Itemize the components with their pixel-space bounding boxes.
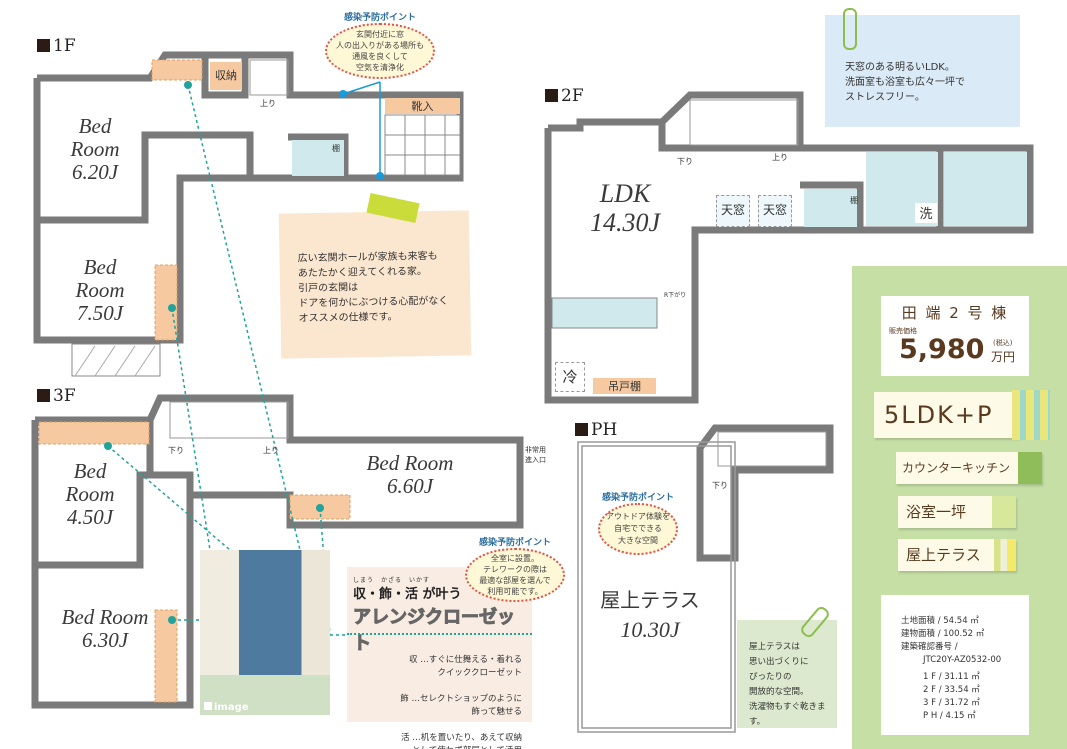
property-name: 田 端 2 号 棟 — [901, 304, 1009, 322]
skylight-1: 天窓 — [716, 195, 750, 227]
closet-ruby: しまう かざる いかす — [353, 577, 431, 584]
paperclip-icon — [843, 8, 857, 50]
kitchen-counter — [551, 297, 658, 329]
wall-1f-inner2 — [201, 55, 249, 99]
terrace-note: 屋上テラスは 思い出づくりに ぴったりの 開放的な空間。 洗濯物もすぐ乾きます。 — [737, 620, 837, 728]
infection-prevention-bubble-1: 感染予防ポイント 玄関付近に窓 人の出入りがある場所も 通風を良くして 空気を清… — [325, 10, 435, 79]
wall-2f-inner — [800, 181, 864, 230]
shelf-label: 棚 — [332, 144, 340, 153]
shelf-label-2f: 棚 — [850, 196, 858, 205]
stairs-up-label: 上り — [263, 446, 279, 455]
closet-photo: image — [200, 550, 330, 715]
entrance-tiles — [384, 114, 461, 176]
counter-label: R下がり — [664, 292, 687, 299]
infection-prevention-bubble-2: 感染予防ポイント 全室に設置。 テレワークの際は 最適な部屋を選んで 利用可能で… — [465, 535, 565, 602]
image-caption: image — [214, 702, 249, 713]
price-card: 田 端 2 号 棟 販売価格 5,980 (税込) 万円 — [881, 296, 1029, 376]
floor-label-2f: 2F — [545, 86, 584, 106]
price-label: 販売価格 — [889, 327, 917, 335]
skylight-2: 天窓 — [758, 195, 792, 227]
closet-heading: 収・飾・活 が叶う — [353, 587, 462, 602]
plaid-decoration — [1012, 390, 1050, 440]
entrance-note: 広い玄関ホールが家族も来客も あたたかく迎えてくれる家。 引戸の玄関は ドアを何… — [278, 210, 472, 359]
closet — [154, 264, 178, 341]
swatch-decoration — [1018, 452, 1042, 484]
price-tax-note: (税込) — [993, 339, 1013, 347]
price-unit: 万円 — [991, 350, 1016, 364]
bathroom — [944, 152, 1027, 226]
stairs-up-label: 上り — [260, 99, 276, 108]
toilet-1f — [292, 140, 344, 176]
stairs-up-label: 上り — [772, 153, 788, 162]
stairs — [169, 59, 827, 467]
floor-areas: 1 F / 31.11 ㎡ 2 F / 33.54 ㎡ 3 F / 31.72 … — [923, 672, 980, 721]
shoe-cabinet-label: 靴入 — [385, 98, 460, 114]
floor-label-ph: PH — [575, 420, 617, 440]
washroom-label: 洗 — [915, 203, 937, 223]
fridge-label: 冷 — [555, 362, 585, 392]
wall-ph-stairs — [696, 424, 834, 562]
price-value: 5,980 — [899, 334, 985, 365]
wall-ph-terrace — [577, 441, 736, 733]
toilet-2f — [804, 189, 857, 227]
closet — [154, 609, 178, 703]
wall-1f-toilet — [288, 133, 349, 178]
ldk-note: 天窓のある明るいLDK。 洗面室も浴室も広々一坪で ストレスフリー。 — [825, 15, 1020, 127]
swatch-decoration — [992, 496, 1016, 528]
infection-prevention-bubble-3: 感染予防ポイント アウトドア体験を 自宅でできる 大きな空間 — [598, 490, 678, 555]
wall-2f-inner2 — [658, 122, 800, 152]
stairs-down-label: 下り — [168, 446, 184, 455]
swatch-decoration — [994, 539, 1016, 571]
wall-3f-inner — [35, 471, 194, 569]
wall-cabinet-label: 吊戸棚 — [593, 378, 656, 394]
emergency-entry-label: 非常用 進入口 — [525, 446, 546, 464]
image-marker-icon — [204, 702, 212, 710]
wall-2f-outer — [544, 91, 1034, 404]
floor-label-3f: 3F — [37, 386, 76, 406]
closet-title: アレンジクローゼット — [353, 607, 516, 655]
closet — [151, 59, 203, 81]
closet — [38, 421, 150, 445]
stairs-down-label: 下り — [712, 481, 728, 490]
stairs-down-label: 下り — [677, 157, 693, 166]
rooftop-terrace-label: 屋上テラス — [600, 590, 700, 612]
closet-description: 収 …すぐに仕舞える・着れる クイッククローゼット 飾 …セレクトショップのよう… — [400, 655, 522, 749]
wall-1f-inner — [37, 131, 254, 224]
floor-label-1f: 1F — [37, 36, 76, 56]
specs-card: 土地面積 / 54.54 ㎡ 建物面積 / 100.52 ㎡ 建築確認番号 / … — [881, 595, 1029, 735]
rooftop-terrace-size: 10.30J — [620, 617, 680, 642]
layout-badge: 5LDK+P — [874, 392, 1019, 438]
wall-3f-outer — [31, 394, 524, 709]
feature-counter-kitchen: カウンターキッチン — [896, 452, 1042, 484]
storage-label: 収納 — [210, 62, 242, 90]
